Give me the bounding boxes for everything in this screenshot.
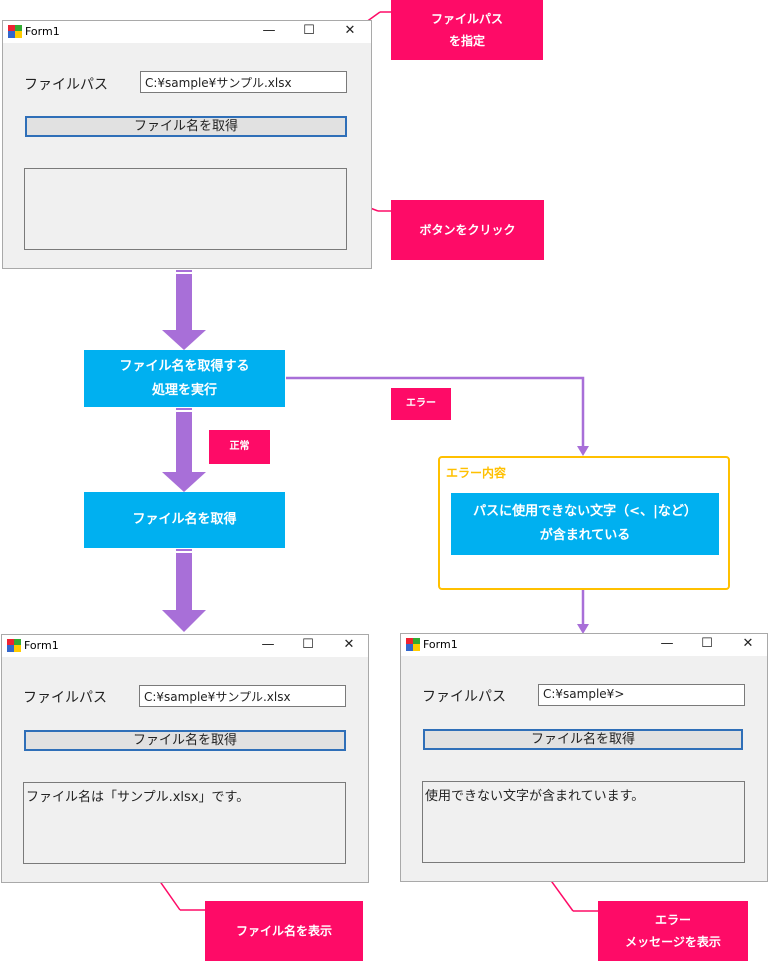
path-label: ファイルパス (24, 77, 108, 93)
error-tag: エラー (391, 388, 451, 420)
path-label: ファイルパス (23, 690, 107, 706)
title-bar: Form1 — ☐ ✕ (3, 21, 371, 43)
arrow-down-2 (162, 408, 206, 492)
callout-click-button: ボタンをクリック (391, 200, 544, 260)
output-box: ファイル名は「サンプル.xlsx」です。 (23, 782, 346, 864)
path-input[interactable]: C:¥sample¥> (538, 684, 745, 706)
output-box: 使用できない文字が含まれています。 (422, 781, 745, 863)
window-title: Form1 (24, 639, 59, 652)
close-icon[interactable]: ✕ (343, 637, 355, 652)
window-title: Form1 (423, 638, 458, 651)
path-input[interactable]: C:¥sample¥サンプル.xlsx (140, 71, 347, 93)
app-icon (7, 639, 21, 652)
callout-show-error: エラー メッセージを表示 (598, 901, 748, 961)
error-panel-title: エラー内容 (446, 466, 507, 480)
form-window-top: Form1 — ☐ ✕ ファイルパス C:¥sample¥サンプル.xlsx フ… (2, 20, 372, 269)
app-icon (406, 638, 420, 651)
process-execute: ファイル名を取得する 処理を実行 (84, 350, 285, 407)
maximize-icon[interactable]: ☐ (701, 636, 713, 651)
arrow-down-3 (162, 549, 206, 632)
maximize-icon[interactable]: ☐ (303, 23, 315, 38)
close-icon[interactable]: ✕ (344, 23, 356, 38)
callout-specify-path: ファイルパス を指定 (391, 0, 543, 60)
form-window-error: Form1 — ☐ ✕ ファイルパス C:¥sample¥> ファイル名を取得 … (400, 633, 768, 882)
maximize-icon[interactable]: ☐ (302, 637, 314, 652)
minimize-icon[interactable]: — (261, 637, 275, 652)
close-icon[interactable]: ✕ (742, 636, 754, 651)
error-branch-line (286, 376, 585, 448)
form-window-success: Form1 — ☐ ✕ ファイルパス C:¥sample¥サンプル.xlsx フ… (1, 634, 369, 883)
title-bar: Form1 — ☐ ✕ (401, 634, 767, 656)
normal-tag: 正常 (209, 430, 270, 464)
get-filename-button[interactable]: ファイル名を取得 (24, 730, 346, 751)
path-input[interactable]: C:¥sample¥サンプル.xlsx (139, 685, 346, 707)
app-icon (8, 25, 22, 38)
title-bar: Form1 — ☐ ✕ (2, 635, 368, 657)
output-box (24, 168, 347, 250)
get-filename-button[interactable]: ファイル名を取得 (25, 116, 347, 137)
callout-show-filename: ファイル名を表示 (205, 901, 363, 961)
process-get-filename: ファイル名を取得 (84, 492, 285, 548)
error-message-box: パスに使用できない文字（<、|など） が含まれている (451, 493, 719, 555)
arrow-down-1 (162, 270, 206, 350)
window-title: Form1 (25, 25, 60, 38)
minimize-icon[interactable]: — (660, 636, 674, 651)
error-panel: エラー内容 パスに使用できない文字（<、|など） が含まれている (438, 456, 730, 590)
minimize-icon[interactable]: — (262, 23, 276, 38)
get-filename-button[interactable]: ファイル名を取得 (423, 729, 743, 750)
path-label: ファイルパス (422, 689, 506, 705)
